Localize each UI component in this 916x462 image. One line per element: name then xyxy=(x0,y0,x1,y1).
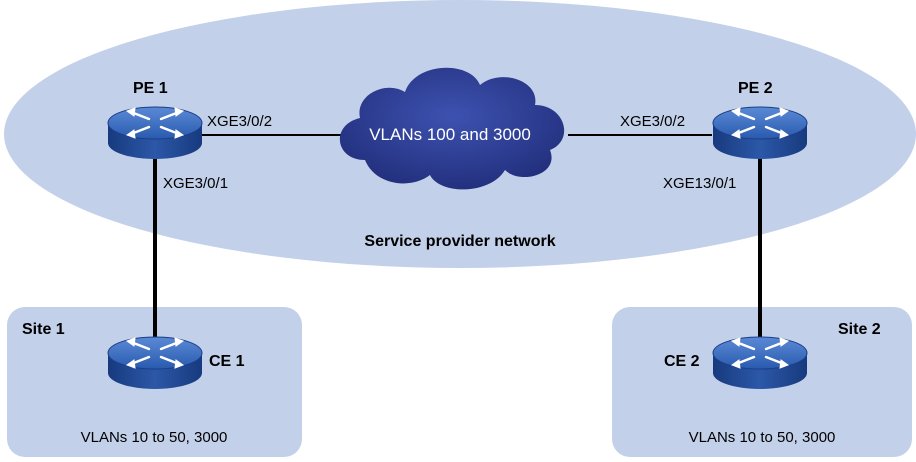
pe1-label: PE 1 xyxy=(133,80,168,97)
site1-label: Site 1 xyxy=(22,321,65,338)
provider-cloud-icon xyxy=(339,67,565,190)
ce2-router-icon[interactable] xyxy=(711,335,809,391)
pe1-uplink-port: XGE3/0/2 xyxy=(207,113,272,130)
pe1-router-icon[interactable] xyxy=(106,105,204,161)
ce1-router-icon[interactable] xyxy=(106,335,204,391)
site1-vlans: VLANs 10 to 50, 3000 xyxy=(81,429,228,446)
site2-label: Site 2 xyxy=(838,321,881,338)
pe1-downlink-port: XGE3/0/1 xyxy=(163,175,228,192)
pe2-router-icon[interactable] xyxy=(711,105,809,161)
network-title: Service provider network xyxy=(364,233,555,250)
pe2-uplink-port: XGE3/0/2 xyxy=(620,113,685,130)
ce2-label: CE 2 xyxy=(664,353,700,370)
ce1-label: CE 1 xyxy=(209,353,245,370)
pe2-label: PE 2 xyxy=(738,80,773,97)
pe2-downlink-port: XGE13/0/1 xyxy=(663,175,736,192)
cloud-label: VLANs 100 and 3000 xyxy=(369,125,531,144)
site2-vlans: VLANs 10 to 50, 3000 xyxy=(689,429,836,446)
